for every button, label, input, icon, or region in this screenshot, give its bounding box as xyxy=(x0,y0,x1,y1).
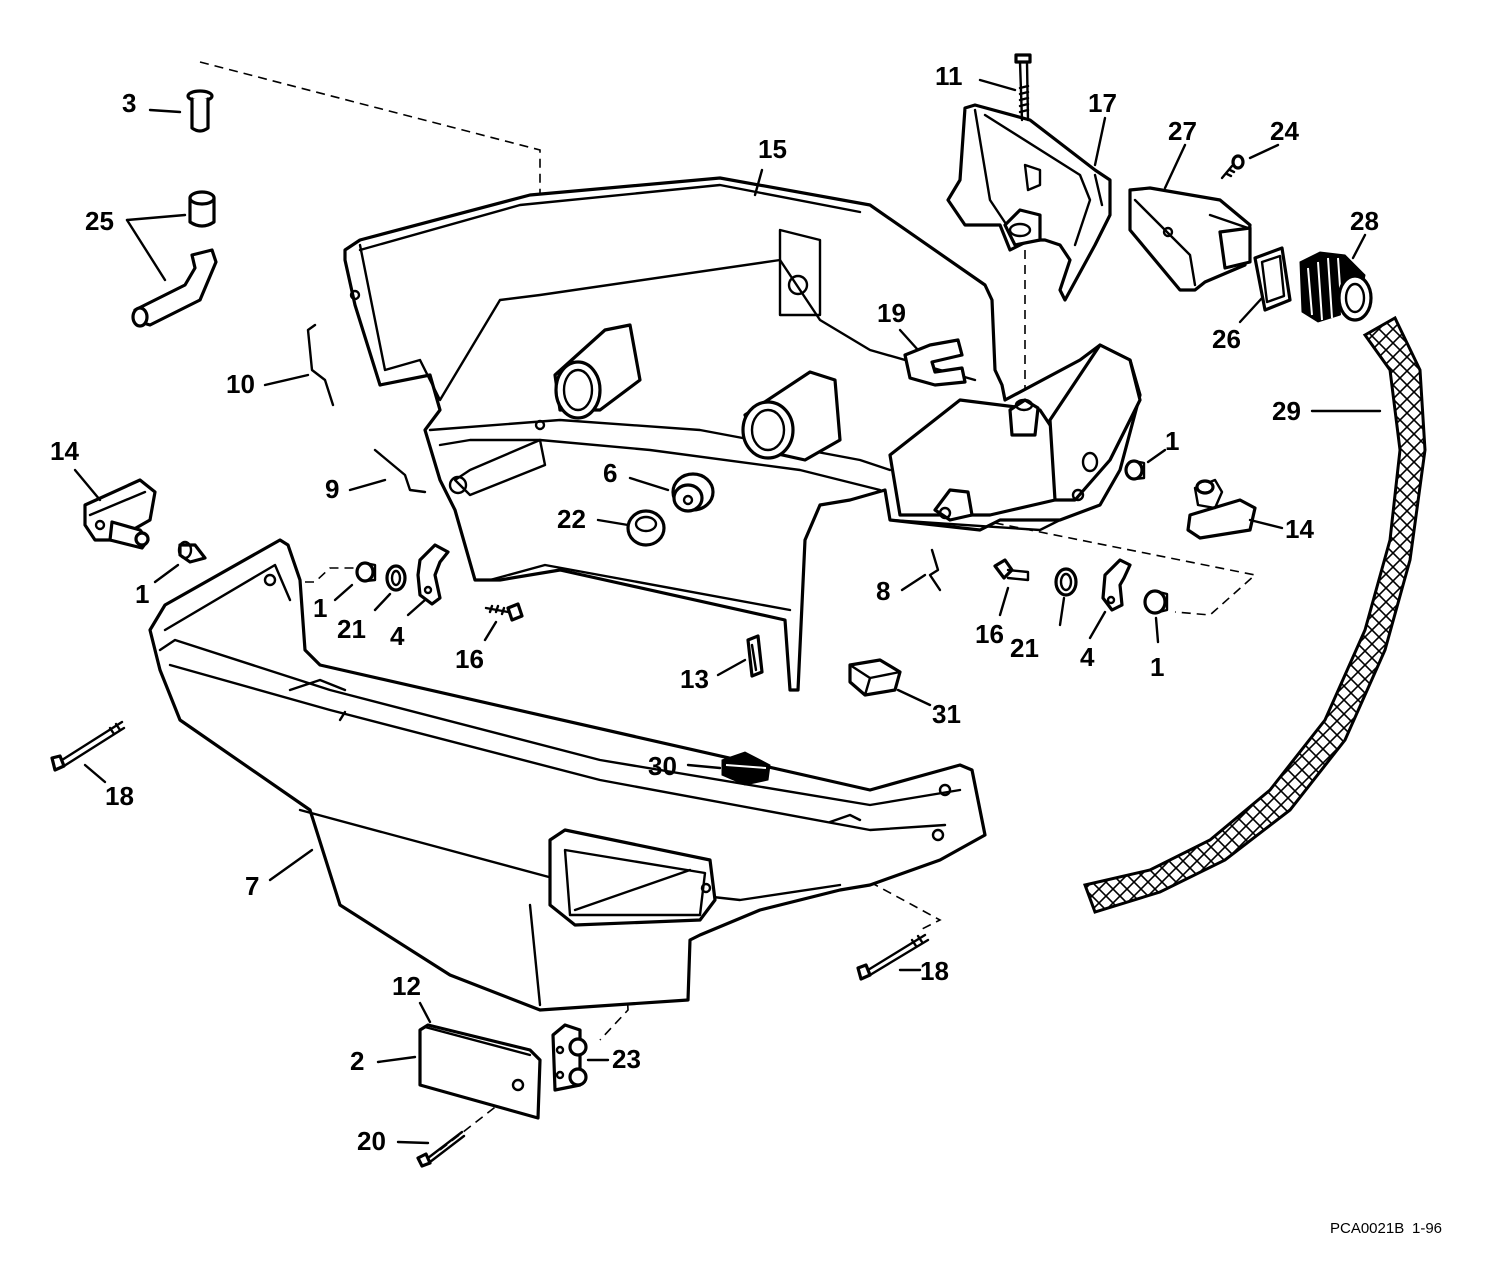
part-1-bushing-b xyxy=(355,561,377,583)
part-1-bushing-a xyxy=(177,540,207,564)
callout-28: 28 xyxy=(1350,206,1379,236)
callout-2: 2 xyxy=(350,1046,364,1076)
part-20-screw xyxy=(416,1130,466,1168)
callout-4: 4 xyxy=(390,621,405,651)
part-24-screw xyxy=(1220,154,1245,180)
part-26-gasket xyxy=(1253,246,1292,312)
callout-21: 21 xyxy=(1010,633,1039,663)
figure-reference: PCA0021B 1-96 xyxy=(1330,1220,1442,1237)
callout-11: 11 xyxy=(935,61,963,91)
part-25-hose xyxy=(131,190,218,328)
part-7-lower-motor-cover xyxy=(148,538,987,1012)
callout-18: 18 xyxy=(920,956,949,986)
callout-25: 25 xyxy=(85,206,114,236)
callout-10: 10 xyxy=(226,369,255,399)
part-6-grommet xyxy=(671,472,715,513)
part-23-bracket xyxy=(551,1023,588,1092)
part-14-latch-right xyxy=(1186,478,1257,540)
callout-29: 29 xyxy=(1272,396,1301,426)
part-1-bushing-c xyxy=(1124,459,1146,481)
callout-1: 1 xyxy=(135,579,149,609)
callout-27: 27 xyxy=(1168,116,1197,146)
leader-lines xyxy=(73,78,1382,1145)
callout-24: 24 xyxy=(1270,116,1299,146)
callout-4: 4 xyxy=(1080,642,1095,672)
callout-19: 19 xyxy=(877,298,906,328)
part-14-latch-left xyxy=(83,478,157,550)
callout-23: 23 xyxy=(612,1044,641,1074)
part-21-washer-b xyxy=(1054,567,1078,597)
callout-16: 16 xyxy=(975,619,1004,649)
part-2-cover-plate xyxy=(418,1023,542,1120)
callout-9: 9 xyxy=(325,474,339,504)
part-19-clip xyxy=(903,338,967,387)
callout-26: 26 xyxy=(1212,324,1241,354)
part-15-upper-cowl-liner xyxy=(343,176,1142,692)
part-3-bushing xyxy=(186,89,214,133)
callout-22: 22 xyxy=(557,504,586,534)
part-30-pad xyxy=(721,751,771,786)
part-4-hook-left xyxy=(416,543,450,606)
part-18-bolt-left xyxy=(50,720,126,772)
part-27-duct xyxy=(1128,186,1252,292)
part-28-rubber-boot xyxy=(1299,251,1373,323)
callout-30: 30 xyxy=(648,751,677,781)
callout-6: 6 xyxy=(603,458,617,488)
callout-17: 17 xyxy=(1088,88,1117,118)
callout-8: 8 xyxy=(876,576,890,606)
part-29-mesh-seal-strip xyxy=(1083,315,1427,914)
part-13-grommet xyxy=(746,634,764,678)
part-16-screw-left xyxy=(484,602,524,622)
callout-15: 15 xyxy=(758,134,787,164)
callout-12: 12 xyxy=(392,971,421,1001)
part-4-hook-right xyxy=(1101,558,1132,612)
part-31-pad xyxy=(848,658,902,697)
callout-3: 3 xyxy=(122,88,136,118)
callout-31: 31 xyxy=(932,699,961,729)
callout-18: 18 xyxy=(105,781,134,811)
part-11-bolt xyxy=(1014,53,1032,122)
callout-7: 7 xyxy=(245,871,259,901)
part-16-screw-right xyxy=(993,558,1030,582)
callout-labels: 3 25 10 9 14 1 1 21 4 16 15 6 22 11 17 2… xyxy=(50,61,1379,1156)
callout-14: 14 xyxy=(1285,514,1314,544)
part-8-wire-clip xyxy=(928,548,942,592)
part-22-spacer xyxy=(626,509,666,547)
callout-20: 20 xyxy=(357,1126,386,1156)
part-17-rear-bracket xyxy=(946,103,1112,302)
callout-21: 21 xyxy=(337,614,366,644)
part-10-wire-clip xyxy=(306,323,335,407)
callout-1: 1 xyxy=(1150,652,1164,682)
callout-16: 16 xyxy=(455,644,484,674)
revision-date: 1-96 xyxy=(1412,1220,1442,1237)
part-21-washer-a xyxy=(385,564,407,592)
part-18-bolt-right xyxy=(856,933,930,981)
callout-1: 1 xyxy=(313,593,327,623)
part-9-wire-clip xyxy=(373,448,427,494)
callout-1: 1 xyxy=(1165,426,1179,456)
callout-13: 13 xyxy=(680,664,709,694)
reference-code: PCA0021B xyxy=(1330,1220,1404,1237)
callout-14: 14 xyxy=(50,436,79,466)
part-1-bushing-d xyxy=(1143,589,1169,615)
